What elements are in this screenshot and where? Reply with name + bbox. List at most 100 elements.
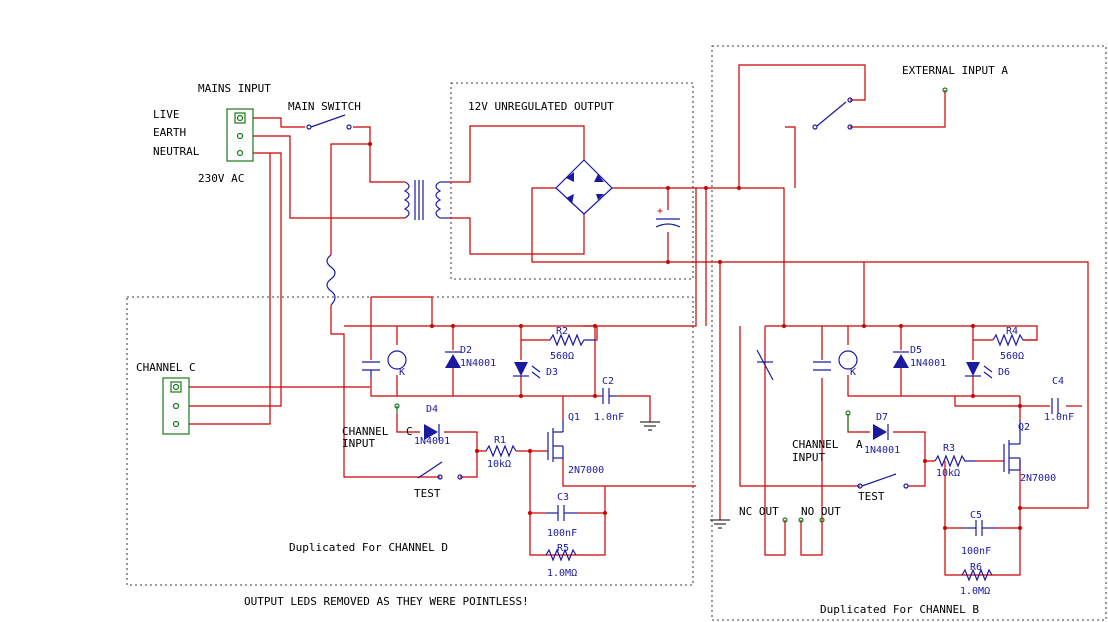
ac-voltage-label: 230V AC: [198, 172, 244, 185]
d2-part: 1N4001: [460, 358, 496, 369]
test-switch-right: [857, 473, 909, 489]
d3-label: D3: [546, 367, 558, 378]
q2-part: 2N7000: [1020, 473, 1056, 484]
neutral-label: NEUTRAL: [153, 145, 200, 158]
diode-d2: [445, 351, 461, 368]
relay-coil-right: K: [838, 350, 858, 378]
led-d6: [965, 362, 993, 379]
nc-out-label: NC OUT: [739, 505, 779, 518]
channel-a-letter: A: [856, 438, 863, 451]
no-out-label: NO OUT: [801, 505, 841, 518]
ground-icon: [640, 421, 660, 431]
c2-value: 1.0nF: [594, 412, 624, 423]
external-switch: [812, 97, 853, 130]
mains-input-label: MAINS INPUT: [198, 82, 271, 95]
c2-label: C2: [602, 376, 614, 387]
channel-d-box: [126, 296, 694, 586]
capacitor-c3: [546, 505, 578, 521]
capacitor-c4: [1051, 398, 1059, 414]
resistor-r6: [961, 568, 993, 582]
resistor-r5: [545, 548, 577, 562]
r5-value: 1.0MΩ: [547, 568, 577, 579]
d7-label: D7: [876, 412, 888, 423]
duplicated-d-label: Duplicated For CHANNEL D: [289, 541, 448, 554]
bridge-rectifier-icon: [555, 159, 613, 215]
r1-label: R1: [494, 435, 506, 446]
c5-label: C5: [970, 510, 982, 521]
relay-contact-left: [362, 361, 380, 378]
q1-part: 2N7000: [568, 465, 604, 476]
main-switch-label: MAIN SWITCH: [288, 100, 361, 113]
c4-value: 1.0nF: [1044, 412, 1074, 423]
r3-label: R3: [943, 443, 955, 454]
c5-value: 100nF: [961, 546, 991, 557]
smoothing-capacitor-icon: +: [655, 206, 681, 228]
fuse-icon: [326, 254, 336, 306]
d7-part: 1N4001: [864, 445, 900, 456]
mosfet-q1: [547, 420, 564, 462]
mosfet-q2: [1003, 420, 1021, 474]
relay-contact-right: [813, 361, 831, 371]
relay-switch-right: [756, 349, 774, 381]
d2-label: D2: [460, 345, 472, 356]
channel-c-connector: [162, 377, 190, 435]
earth-label: EARTH: [153, 126, 186, 139]
junction-dots: [368, 142, 1022, 530]
c3-label: C3: [557, 492, 569, 503]
d4-part: 1N4001: [414, 436, 450, 447]
c3-value: 100nF: [547, 528, 577, 539]
channel-c-label: CHANNEL C: [136, 361, 196, 374]
d6-label: D6: [998, 367, 1010, 378]
duplicated-b-label: Duplicated For CHANNEL B: [820, 603, 979, 616]
test-label-right: TEST: [858, 490, 885, 503]
r2-label: R2: [556, 326, 568, 337]
mains-connector: [226, 108, 254, 162]
d4-label: D4: [426, 404, 438, 415]
unregulated-output-label: 12V UNREGULATED OUTPUT: [468, 100, 614, 113]
d5-label: D5: [910, 345, 922, 356]
channel-a-input-label-2: INPUT: [792, 451, 825, 464]
wiring: [189, 64, 1089, 576]
relay-coil-left: K: [387, 350, 407, 378]
cap-plus-label: +: [657, 206, 663, 217]
diode-d7: [845, 410, 889, 440]
c4-label: C4: [1052, 376, 1064, 387]
resistor-r3: [934, 454, 975, 468]
diode-d4: [394, 403, 440, 440]
r2-value: 560Ω: [550, 351, 574, 362]
relay-k-label: K: [850, 367, 856, 378]
r6-value: 1.0MΩ: [960, 586, 990, 597]
output-terminals: [782, 87, 948, 523]
unregulated-output-box: [450, 82, 694, 280]
q2-label: Q2: [1018, 422, 1030, 433]
diode-d5: [893, 351, 909, 368]
led-d3: [513, 362, 541, 379]
relay-k-label: K: [399, 367, 405, 378]
footer-note: OUTPUT LEDS REMOVED AS THEY WERE POINTLE…: [244, 595, 529, 608]
d5-part: 1N4001: [910, 358, 946, 369]
capacitor-c2: [602, 388, 617, 404]
r4-value: 560Ω: [1000, 351, 1024, 362]
external-input-a-label: EXTERNAL INPUT A: [902, 64, 1008, 77]
live-label: LIVE: [153, 108, 180, 121]
r3-value: 10kΩ: [936, 468, 960, 479]
capacitor-c5: [964, 520, 996, 536]
test-switch-left: [417, 461, 463, 480]
channel-a-input-label: CHANNEL: [792, 438, 839, 451]
q1-label: Q1: [568, 412, 580, 423]
r1-value: 10kΩ: [487, 459, 511, 470]
transformer-icon: [403, 180, 450, 220]
channel-c-input-label: CHANNEL: [342, 425, 389, 438]
channel-c-letter: C: [406, 425, 413, 438]
resistor-r4: [992, 333, 1024, 347]
main-switch: [306, 114, 352, 130]
r5-label: R5: [557, 543, 569, 554]
channel-c-input-label-2: INPUT: [342, 437, 375, 450]
ground-icon: [710, 519, 730, 529]
channel-b-box: [711, 45, 1107, 621]
test-label-left: TEST: [414, 487, 441, 500]
resistor-r1: [485, 444, 517, 458]
r4-label: R4: [1006, 326, 1018, 337]
r6-label: R6: [970, 562, 982, 573]
